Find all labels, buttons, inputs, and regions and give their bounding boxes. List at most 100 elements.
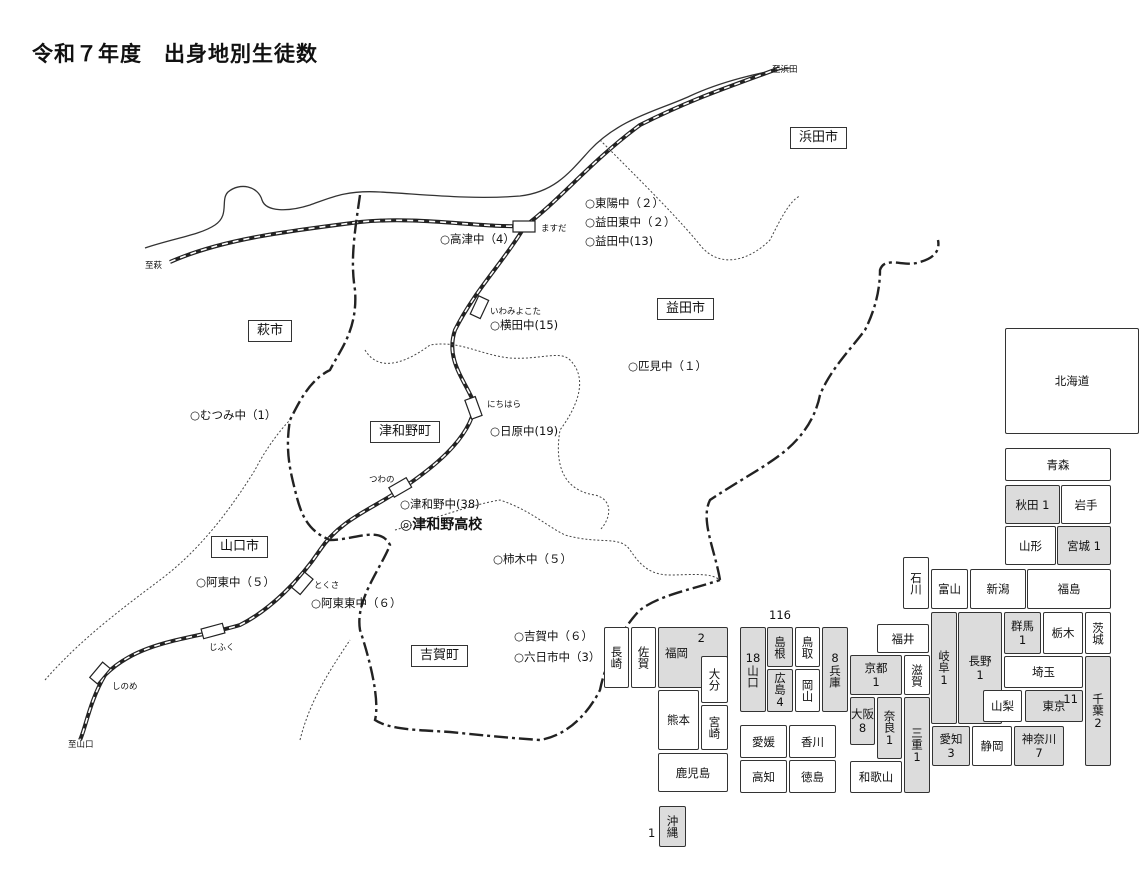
school-masuda: ○益田中(13)	[585, 234, 654, 248]
pref-akita: 秋田 1	[1005, 485, 1060, 524]
region-masuda: 益田市	[657, 298, 715, 320]
pref-mie-label: 三重	[910, 726, 924, 750]
pref-kagawa: 香川	[789, 725, 836, 758]
pref-gifu-count: 1	[940, 672, 948, 687]
pref-kyoto: 京都 1	[850, 655, 902, 695]
pref-mie: 三重 1	[904, 697, 930, 793]
pref-nara-label: 奈良	[882, 709, 897, 733]
pref-tokyo-count: 11	[1063, 692, 1078, 706]
school-ato-higashi: ○阿東東中（６）	[311, 596, 402, 610]
station-tokusa: とくさ	[314, 581, 340, 591]
pref-mie-count: 1	[913, 749, 921, 764]
school-ato: ○阿東中（５）	[196, 575, 276, 589]
pref-gunma-count: 1	[1018, 633, 1027, 647]
pref-nagano-label: 長野	[968, 654, 992, 668]
pref-nara: 奈良 1	[877, 697, 902, 759]
pref-saitama: 埼玉	[1004, 656, 1083, 688]
pref-iwate: 岩手	[1061, 485, 1111, 524]
minor-boundaries	[44, 139, 801, 741]
pref-gunma: 群馬 1	[1004, 612, 1041, 654]
pref-miyagi: 宮城 1	[1057, 526, 1111, 565]
station-jifuku: じふく	[209, 643, 235, 653]
station-tsuwano: つわの	[369, 475, 395, 485]
pref-shiga: 滋賀	[904, 655, 930, 695]
pref-niigata: 新潟	[970, 569, 1026, 609]
pref-okayama: 岡山	[795, 669, 820, 712]
pref-chiba: 千葉 2	[1085, 656, 1111, 766]
pref-aomori: 青森	[1005, 448, 1111, 481]
pref-hyogo: 8 兵庫	[822, 627, 848, 712]
pref-aichi: 愛知 3	[932, 726, 970, 766]
pref-kyoto-label: 京都	[864, 661, 888, 675]
school-masuda-higashi: ○益田東中（２）	[585, 215, 676, 229]
school-yoshika: ○吉賀中（６）	[514, 629, 594, 643]
pref-tokyo: 東京 11	[1025, 690, 1083, 722]
pref-saga: 佐賀	[631, 627, 656, 688]
school-kakinoki: ○柿木中（５）	[493, 552, 573, 566]
school-hikimi: ○匹見中（１）	[628, 359, 708, 373]
pref-fukushima: 福島	[1027, 569, 1111, 609]
pref-kyoto-count: 1	[872, 675, 880, 689]
school-tsuwano-high: ◎津和野高校	[400, 517, 483, 533]
station-masuda: ますだ	[541, 224, 567, 234]
pref-hyogo-label: 兵庫	[828, 665, 842, 688]
station-shinome: しのめ	[112, 682, 138, 692]
region-tsuwano: 津和野町	[370, 421, 441, 443]
pref-kanagawa: 神奈川 7	[1014, 726, 1064, 766]
pref-okinawa-count: 1	[648, 826, 656, 840]
pref-ehime: 愛媛	[740, 725, 787, 758]
pref-ibaraki: 茨城	[1085, 612, 1111, 654]
pref-tokyo-label: 東京	[1042, 699, 1066, 713]
page-title: 令和７年度 出身地別生徒数	[32, 42, 318, 66]
pref-shizuoka: 静岡	[972, 726, 1012, 766]
pref-kagoshima: 鹿児島	[658, 753, 728, 792]
pref-wakayama: 和歌山	[850, 761, 902, 793]
pref-gifu-label: 岐阜	[937, 649, 951, 673]
pref-kanagawa-count: 7	[1035, 746, 1043, 760]
pref-kanagawa-label: 神奈川	[1021, 732, 1057, 746]
school-nichihara: ○日原中(19)	[490, 424, 559, 438]
region-hamada: 浜田市	[790, 127, 848, 149]
region-hagi: 萩市	[248, 320, 293, 342]
pref-yamaguchi-count: 18	[745, 651, 761, 665]
pref-chiba-count: 2	[1094, 715, 1102, 730]
pref-hiroshima: 広島 4	[767, 669, 793, 712]
pref-tochigi: 栃木	[1043, 612, 1083, 654]
pref-shimane: 島根	[767, 627, 793, 667]
pref-kumamoto: 熊本	[658, 690, 699, 750]
region-yamaguchi: 山口市	[211, 536, 269, 558]
pref-aichi-count: 3	[947, 746, 955, 760]
pref-nagasaki: 長崎	[604, 627, 629, 688]
pref-osaka-label: 大阪	[851, 707, 874, 721]
pref-hiroshima-count: 4	[776, 695, 784, 709]
pref-nagano-count: 1	[976, 668, 984, 682]
station-iwami-yokota: いわみよこた	[490, 307, 542, 317]
school-takatsu: ○高津中（4）	[440, 232, 515, 246]
pref-okinawa: 沖縄	[659, 806, 686, 847]
pref-tottori: 鳥取	[795, 627, 820, 667]
station-markers	[88, 220, 536, 685]
coastline	[144, 67, 791, 249]
pref-gunma-label: 群馬	[1011, 619, 1034, 633]
pref-toyama: 富山	[931, 569, 968, 609]
school-tsuwano: ○津和野中(38)	[400, 497, 480, 511]
dest-yamaguchi: 至山口	[68, 740, 94, 750]
pref-fukui: 福井	[877, 624, 929, 653]
school-yokota: ○横田中(15)	[490, 318, 559, 332]
pref-fukuoka-label: 福岡	[665, 646, 688, 660]
pref-shimane-count: 116	[769, 608, 791, 622]
region-yoshika: 吉賀町	[411, 645, 469, 667]
pref-yamaguchi-label: 山口	[746, 665, 760, 688]
pref-aichi-label: 愛知	[939, 732, 963, 746]
pref-oita: 大分	[701, 656, 728, 703]
pref-tokushima: 徳島	[789, 760, 836, 793]
pref-yamagata: 山形	[1005, 526, 1056, 565]
pref-hyogo-count: 8	[831, 651, 839, 665]
pref-gifu: 岐阜 1	[931, 612, 957, 724]
pref-kochi: 高知	[740, 760, 787, 793]
pref-fukuoka-count: 2	[697, 631, 705, 645]
pref-osaka-count: 8	[858, 721, 867, 735]
school-muikaichi: ○六日市中（3）	[514, 650, 601, 664]
dest-hagi: 至萩	[145, 261, 163, 271]
